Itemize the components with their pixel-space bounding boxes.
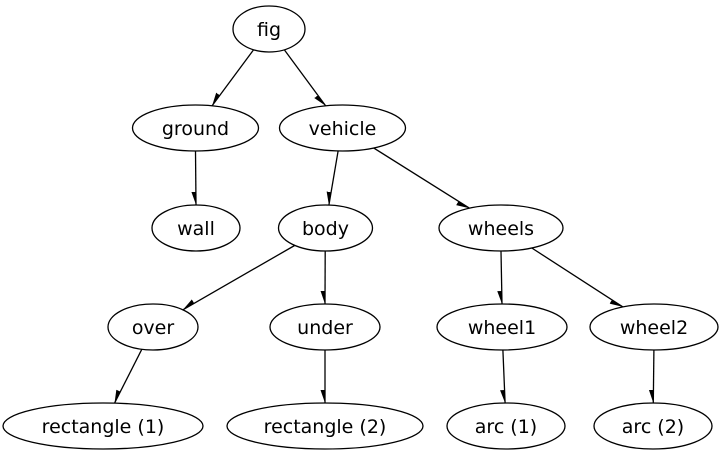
node-ground: ground	[131, 104, 260, 152]
node-over: over	[107, 303, 199, 351]
node-body: body	[277, 204, 374, 252]
node-under-label: under	[297, 317, 353, 339]
edge-vehicle-wheels	[373, 147, 470, 209]
edge-fig-vehicle	[283, 49, 327, 107]
node-arc-2-label: arc (2)	[622, 416, 684, 438]
edge-over-rect1	[113, 349, 143, 404]
edge-wheels-wheel1	[501, 251, 503, 305]
edge-ground-wall	[196, 151, 197, 205]
edge-wheels-wheel2	[531, 247, 624, 308]
edge-wheel1-arc1	[503, 350, 506, 404]
node-over-label: over	[132, 317, 175, 339]
node-vehicle-label: vehicle	[309, 118, 377, 140]
node-wheel1-label: wheel1	[468, 317, 536, 339]
node-rectangle-2-label: rectangle (2)	[264, 416, 387, 438]
node-wheel2-label: wheel2	[620, 317, 688, 339]
node-rectangle-1: rectangle (1)	[2, 402, 204, 450]
node-wall-label: wall	[177, 218, 215, 240]
node-vehicle: vehicle	[278, 104, 407, 152]
node-rectangle-2: rectangle (2)	[226, 402, 424, 450]
edge-fig-ground	[211, 49, 255, 107]
node-rectangle-1-label: rectangle (1)	[42, 416, 165, 438]
node-fig: fig	[232, 5, 306, 53]
edge-vehicle-body	[329, 150, 339, 206]
node-body-label: body	[302, 218, 349, 240]
node-wheel2: wheel2	[589, 303, 719, 351]
node-wheels-label: wheels	[468, 218, 534, 240]
edge-wheel2-arc2	[653, 350, 655, 404]
node-wall: wall	[151, 204, 241, 252]
node-wheel1: wheel1	[436, 303, 568, 351]
node-under: under	[269, 303, 381, 351]
node-fig-label: fig	[257, 19, 281, 41]
node-arc-2: arc (2)	[593, 402, 713, 450]
edge-body-over	[182, 244, 295, 311]
node-arc-1: arc (1)	[446, 402, 566, 450]
node-ground-label: ground	[162, 118, 229, 140]
node-arc-1-label: arc (1)	[475, 416, 537, 438]
node-wheels: wheels	[438, 204, 564, 252]
